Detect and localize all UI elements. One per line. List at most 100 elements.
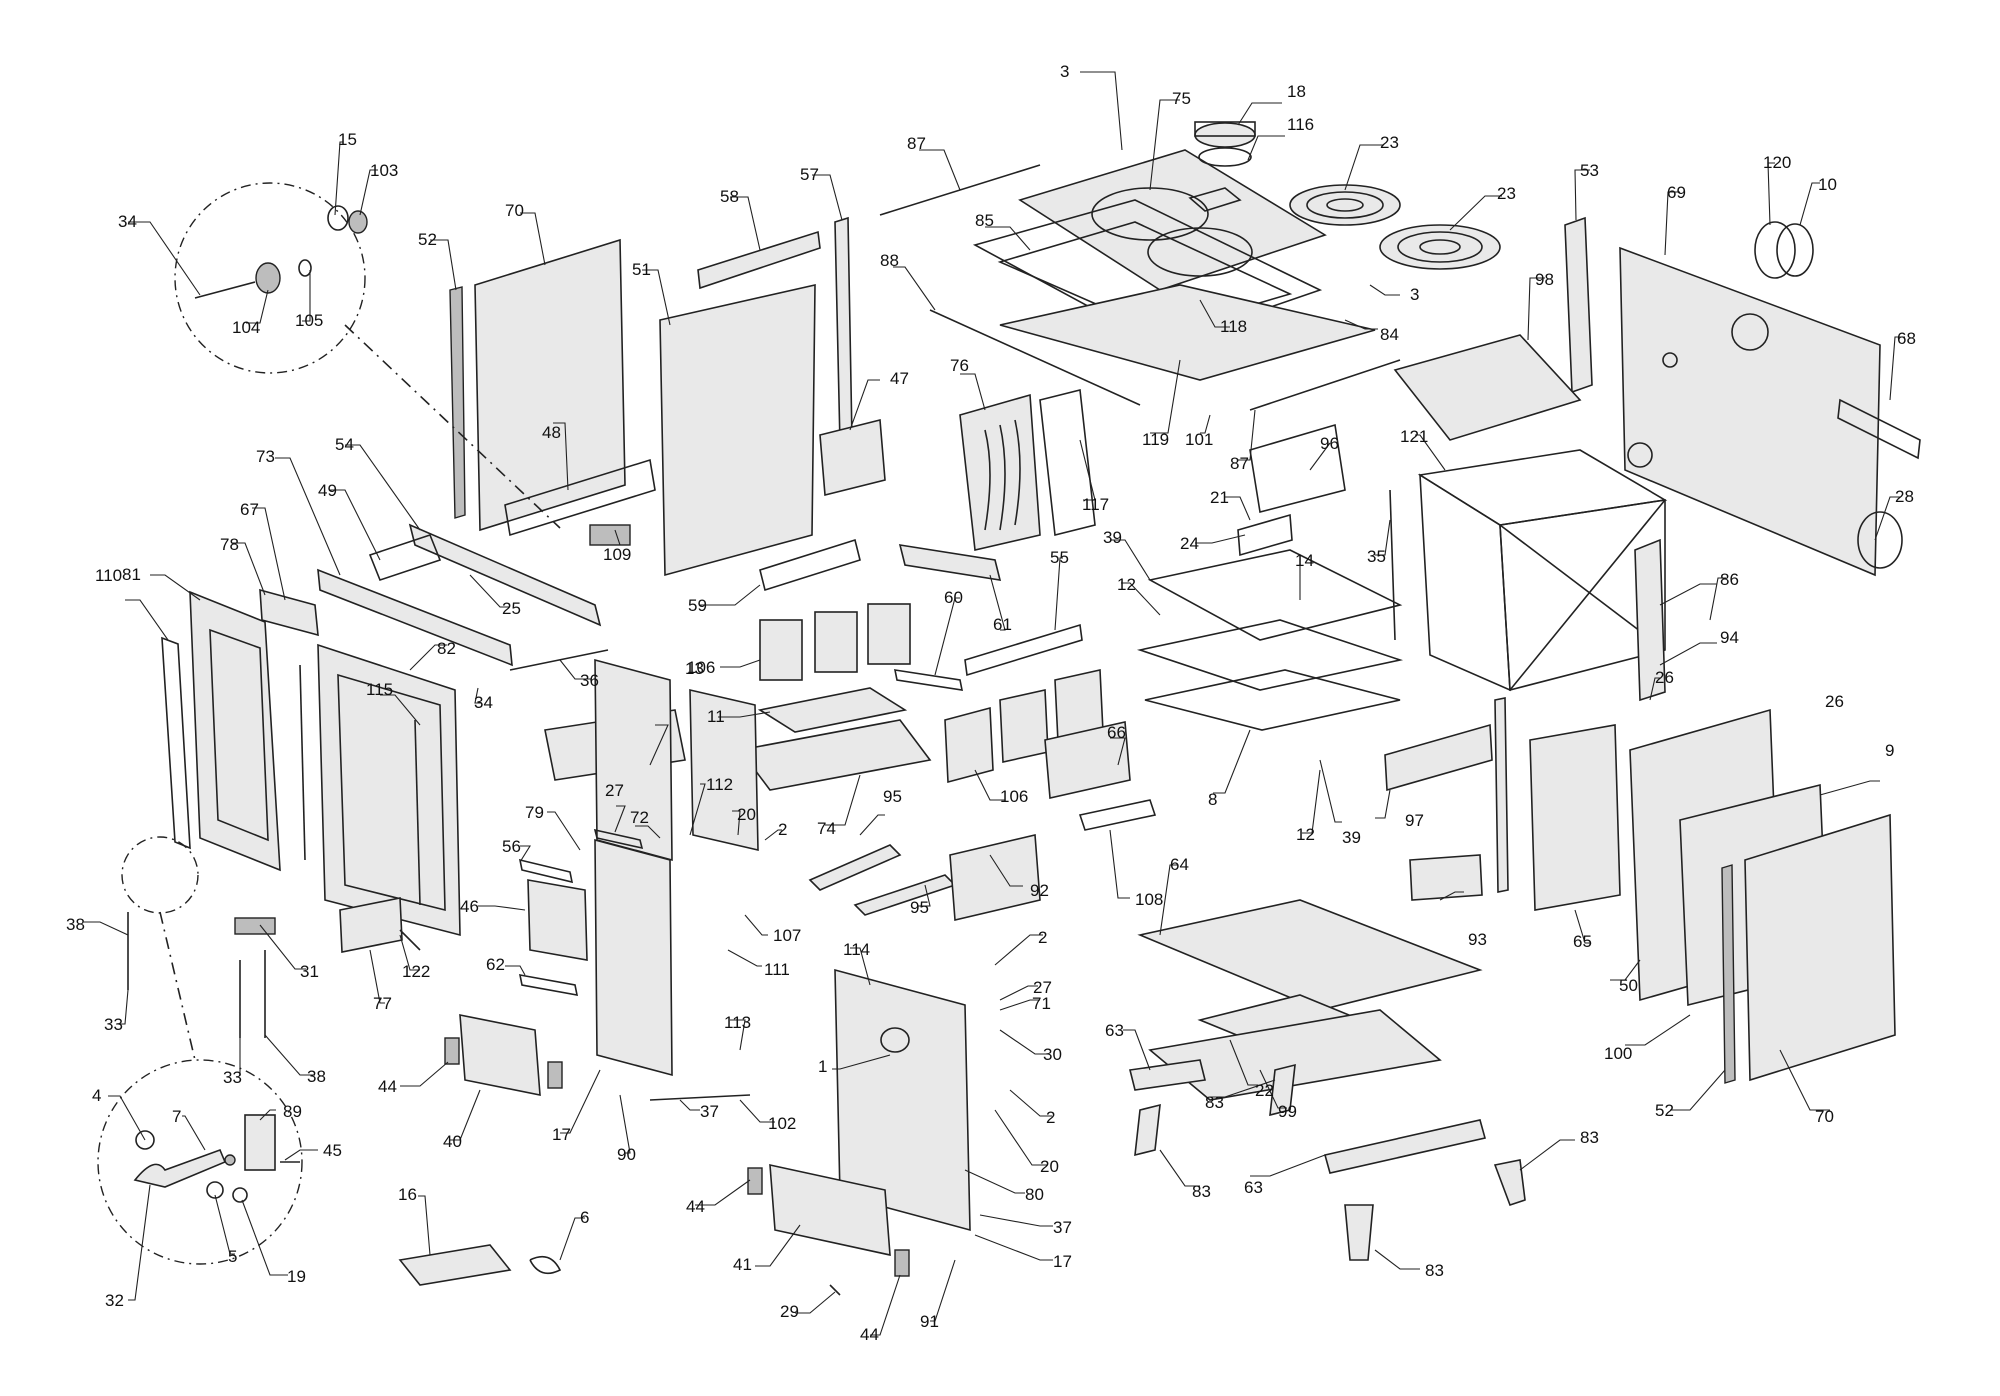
- part-label: 120: [1763, 153, 1791, 172]
- part-label: 40: [443, 1132, 462, 1151]
- part-label: 16: [398, 1185, 417, 1204]
- part-label: 81: [122, 565, 141, 584]
- part-label: 36: [580, 671, 599, 690]
- part-label: 85: [975, 211, 994, 230]
- part-label: 33: [104, 1015, 123, 1034]
- part-label: 102: [768, 1114, 796, 1133]
- part-label: 48: [542, 423, 561, 442]
- part-label: 34: [474, 693, 493, 712]
- part-label: 56: [502, 837, 521, 856]
- part-label: 60: [944, 588, 963, 607]
- part-label: 44: [378, 1077, 397, 1096]
- part-label: 75: [1172, 89, 1191, 108]
- part-label: 14: [1295, 551, 1314, 570]
- part-label: 29: [780, 1302, 799, 1321]
- part-label: 15: [338, 130, 357, 149]
- part-label: 22: [1255, 1081, 1274, 1100]
- part-label: 53: [1580, 161, 1599, 180]
- part-label: 58: [720, 187, 739, 206]
- part-label: 121: [1400, 427, 1428, 446]
- part-label: 33: [223, 1068, 242, 1087]
- part-label: 28: [1895, 487, 1914, 506]
- part-label: 114: [843, 940, 870, 959]
- part-label: 2: [1038, 928, 1047, 947]
- part-label: 61: [993, 615, 1012, 634]
- part-label: 11: [707, 707, 725, 726]
- part-label: 52: [1655, 1101, 1674, 1120]
- part-label: 83: [1192, 1182, 1211, 1201]
- part-label: 10: [1818, 175, 1837, 194]
- part-label: 17: [552, 1125, 571, 1144]
- part-label: 87: [1230, 454, 1249, 473]
- part-label: 25: [502, 599, 521, 618]
- part-label: 95: [910, 898, 929, 917]
- part-label: 91: [920, 1312, 939, 1331]
- part-label: 95: [883, 787, 902, 806]
- part-label: 118: [1220, 317, 1247, 336]
- part-label: 100: [1604, 1044, 1632, 1063]
- part-label: 88: [880, 251, 899, 270]
- part-label: 63: [1105, 1021, 1124, 1040]
- part-label: 89: [283, 1102, 302, 1121]
- part-label: 34: [118, 212, 137, 231]
- part-label: 82: [437, 639, 456, 658]
- part-label: 76: [950, 356, 969, 375]
- part-label: 105: [295, 311, 323, 330]
- part-label: 66: [1107, 723, 1126, 742]
- part-label: 49: [318, 481, 337, 500]
- part-label: 92: [1030, 881, 1049, 900]
- part-label: 99: [1278, 1102, 1297, 1121]
- part-label: 50: [1619, 976, 1638, 995]
- part-label: 96: [1320, 434, 1339, 453]
- part-label: 13: [685, 659, 704, 678]
- part-label: 107: [773, 926, 801, 945]
- part-number-labels: 3 75 18 116 23 23 87 85 3 88 118 84 119 …: [66, 62, 1916, 1344]
- part-label: 72: [630, 808, 649, 827]
- part-label: 108: [1135, 890, 1163, 909]
- part-label: 122: [402, 962, 430, 981]
- part-label: 70: [1815, 1107, 1834, 1126]
- part-label: 73: [256, 447, 275, 466]
- part-label: 116: [1287, 115, 1314, 134]
- part-label: 62: [486, 955, 505, 974]
- part-label: 83: [1205, 1093, 1224, 1112]
- part-label: 67: [240, 500, 259, 519]
- part-label: 18: [1287, 82, 1306, 101]
- part-label: 63: [1244, 1178, 1263, 1197]
- part-label: 5: [228, 1247, 237, 1266]
- part-label: 115: [366, 680, 393, 699]
- part-label: 55: [1050, 548, 1069, 567]
- part-label: 3: [1410, 285, 1419, 304]
- part-label: 79: [525, 803, 544, 822]
- part-label: 117: [1082, 495, 1109, 514]
- part-label: 21: [1210, 488, 1229, 507]
- part-label: 1: [818, 1057, 827, 1076]
- part-label: 65: [1573, 932, 1592, 951]
- leader-lines: [84, 71, 1905, 1336]
- part-label: 38: [307, 1067, 326, 1086]
- part-label: 77: [373, 994, 392, 1013]
- part-label: 90: [617, 1145, 636, 1164]
- part-label: 30: [1043, 1045, 1062, 1064]
- part-label: 101: [1185, 430, 1213, 449]
- part-label: 80: [1025, 1185, 1044, 1204]
- part-label: 39: [1342, 828, 1361, 847]
- part-label: 3: [1060, 62, 1069, 81]
- part-label: 78: [220, 535, 239, 554]
- part-label: 52: [418, 230, 437, 249]
- part-label: 37: [700, 1102, 719, 1121]
- part-label: 44: [686, 1197, 705, 1216]
- part-label: 104: [232, 318, 260, 337]
- part-label: 106: [687, 658, 715, 677]
- part-label: 23: [1497, 184, 1516, 203]
- part-label: 111: [764, 960, 790, 979]
- part-label: 35: [1367, 547, 1386, 566]
- part-drawings: [127, 121, 1921, 1296]
- detail-callouts: [97, 182, 561, 1265]
- part-label: 106: [1000, 787, 1028, 806]
- part-label: 54: [335, 435, 354, 454]
- part-label: 26: [1655, 668, 1674, 687]
- part-label: 64: [1170, 855, 1189, 874]
- part-label: 41: [733, 1255, 752, 1274]
- part-label: 19: [287, 1267, 306, 1286]
